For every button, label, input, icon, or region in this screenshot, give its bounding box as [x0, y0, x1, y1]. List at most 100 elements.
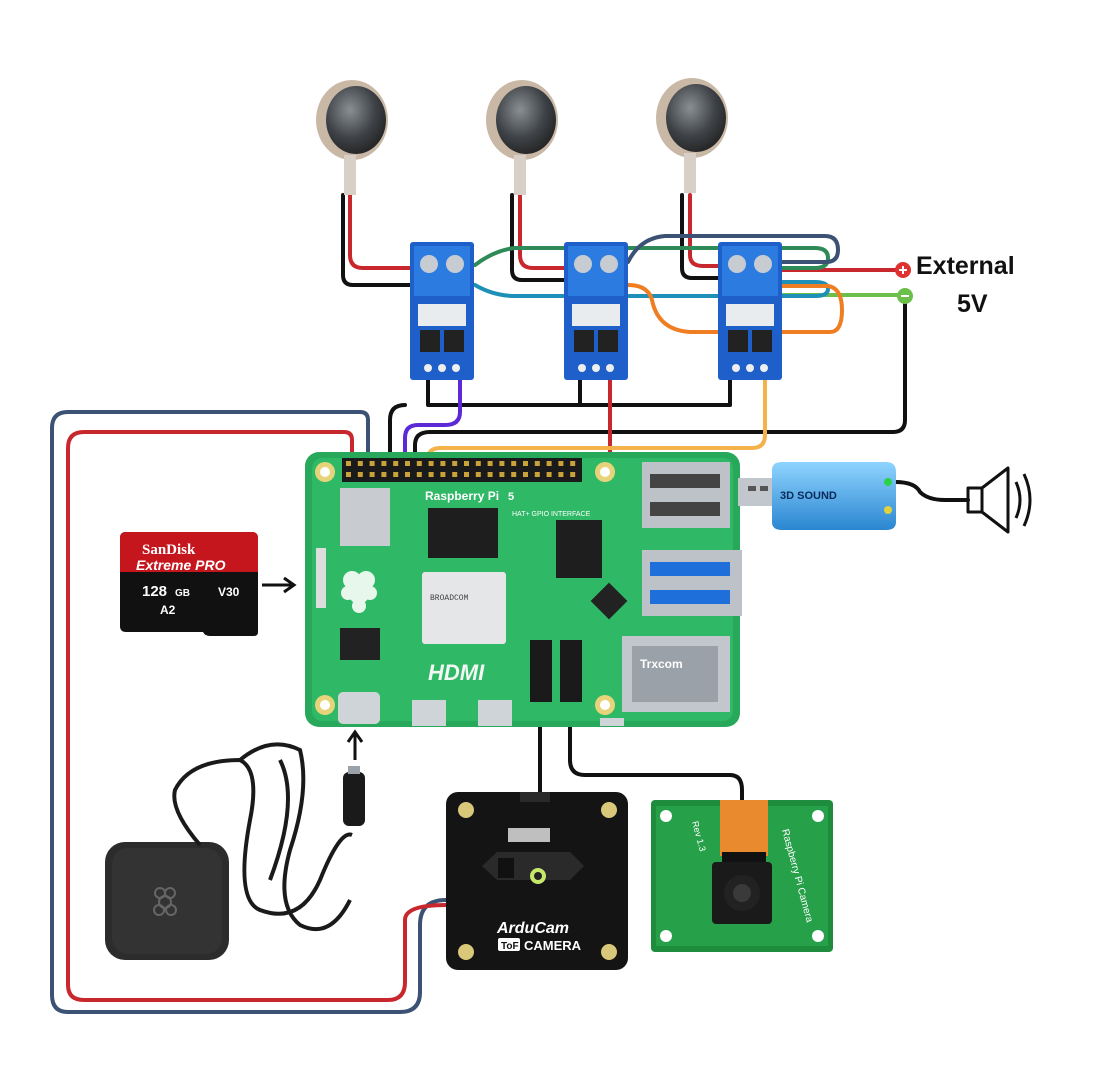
ethernet-brand: Trxcom: [640, 657, 683, 671]
microsd-card: SanDisk Extreme PRO 128 GB V30 A2: [120, 532, 258, 636]
gpio-pin: [416, 461, 422, 466]
gpio-pin: [499, 461, 505, 466]
gpio-pin: [464, 472, 469, 477]
gpio-header: [342, 458, 582, 482]
motor2-black-lead: [510, 193, 574, 282]
motor1-red-lead: [348, 193, 420, 270]
gpio-pin: [381, 472, 387, 477]
plus-terminal-icon: [895, 262, 911, 278]
usb-sound-card: 3D SOUND: [738, 462, 896, 530]
power-supply: [105, 742, 365, 960]
sd-app-class: A2: [160, 603, 176, 617]
gpio-pin: [511, 472, 517, 477]
gpio-pin: [416, 472, 422, 477]
gpio-pin: [534, 472, 540, 477]
gpio-pin: [357, 472, 363, 477]
hdmi1-port: [478, 700, 512, 726]
gpio-pin: [570, 472, 576, 477]
sound-card-label: 3D SOUND: [780, 490, 837, 502]
mosfet-module-2: [564, 242, 628, 380]
sd-capacity-unit: GB: [175, 588, 190, 599]
gpio-pin: [558, 472, 564, 477]
gpio-pin: [452, 472, 458, 477]
sd-insert-arrow-icon: [262, 576, 297, 594]
mosfet-module-1: [410, 242, 474, 380]
gpio-pin: [428, 461, 434, 466]
motor1-black-lead: [341, 193, 420, 287]
gpio-pin: [546, 461, 552, 466]
mosfet-module-3: [718, 242, 782, 380]
gpio-pin: [570, 461, 576, 466]
navy-power-loop: [50, 410, 448, 1014]
hdmi0-port: [412, 700, 446, 726]
green-bus-wire: [473, 246, 830, 270]
gpio-pin: [511, 461, 517, 466]
vibration-motor-2: [486, 80, 558, 195]
gpio-pin: [475, 472, 481, 477]
gpio-pin: [393, 461, 399, 466]
motor2-red-lead: [518, 193, 574, 270]
speaker-icon: [966, 466, 1032, 534]
gpio-pin: [487, 472, 493, 477]
usbc-power-port: [338, 692, 380, 724]
gpio-pin: [523, 472, 528, 477]
gpio-pin: [534, 461, 540, 466]
gpio-pin: [523, 461, 528, 466]
usb2-port: [642, 462, 730, 528]
external-voltage-label: 5V: [957, 290, 988, 318]
audio-cable: [893, 480, 970, 502]
gpio-pin: [475, 461, 481, 466]
red-power-loop: [66, 430, 448, 1002]
gpio-pin: [381, 461, 387, 466]
sd-capacity: 128: [142, 583, 167, 600]
vibration-motor-1: [316, 80, 388, 195]
gpio-pin: [405, 472, 410, 477]
sd-product: Extreme PRO: [136, 557, 226, 573]
sd-brand: SanDisk: [142, 542, 196, 558]
gpio-pin: [369, 461, 375, 466]
gpio-pin: [428, 472, 434, 477]
pi-model-number: 5: [508, 491, 514, 503]
gpio-pin: [405, 461, 410, 466]
gpio-pin: [499, 472, 505, 477]
gpio-pin: [346, 472, 351, 477]
navy-bus-wire: [626, 234, 840, 264]
teal-bus-wire: [473, 280, 830, 298]
minus-terminal-icon: [897, 288, 913, 304]
usbc-plug: [343, 772, 365, 826]
gpio-pin: [558, 461, 564, 466]
gpio-pin: [357, 461, 363, 466]
gpio-pin: [440, 461, 446, 466]
gpio-pin: [440, 472, 446, 477]
pi-board-name: Raspberry Pi: [425, 489, 499, 503]
sd-speed-class: V30: [218, 585, 240, 599]
gpio-interface-label: HAT+ GPIO INTERFACE: [512, 511, 591, 518]
gpio-pin: [346, 461, 351, 466]
gpio-pin: [393, 472, 399, 477]
tof-badge: ToF: [501, 941, 519, 952]
module1-signal-wire: [403, 378, 462, 472]
motor3-black-lead: [680, 193, 728, 280]
raspberry-logo-icon: [341, 571, 377, 613]
tof-brand: ArduCam: [496, 920, 569, 937]
motor3-red-lead: [688, 193, 728, 268]
hdmi-logo: HDMI: [428, 660, 485, 685]
gpio-pins: [346, 461, 576, 477]
pi-camera-cable: [568, 698, 744, 807]
soc-label: BROADCOM: [430, 594, 469, 603]
gpio-pin: [546, 472, 552, 477]
usb3-port: [642, 550, 742, 616]
vibration-motor-3: [656, 78, 728, 193]
power-supply-logo-icon: [153, 887, 177, 916]
gpio-pin: [369, 472, 375, 477]
raspberry-pi-board: Raspberry Pi 5 HAT+ GPIO INTERFACE HDMI …: [305, 452, 742, 727]
tof-product: CAMERA: [524, 938, 582, 953]
gpio-pin: [452, 461, 458, 466]
camera-connector-0: [530, 640, 552, 702]
gpio-pin: [464, 461, 469, 466]
pi-camera-module: Raspberry Pi Camera Rev 1.3: [651, 800, 833, 952]
ground-return-wire: [413, 296, 907, 472]
module-black-bus: [388, 378, 732, 472]
power-insert-arrow-icon: [346, 729, 364, 760]
